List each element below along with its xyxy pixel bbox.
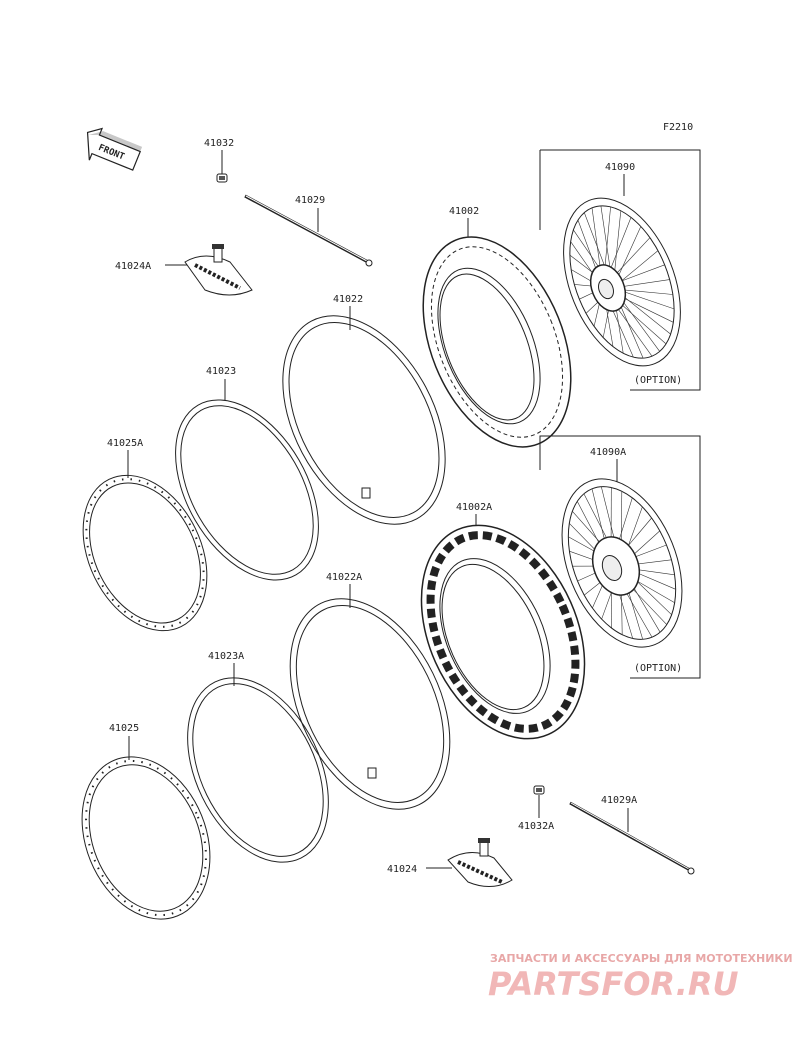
part-41022A-inner-tube: 41022A bbox=[289, 572, 451, 810]
part-41090-wheel-assembly: 41090 (OPTION) bbox=[539, 149, 701, 391]
option-top: (OPTION) bbox=[634, 375, 682, 386]
label-41024A: 41024A bbox=[115, 261, 151, 272]
watermark-logo: PARTSFOR.RU bbox=[488, 965, 738, 1003]
label-41029: 41029 bbox=[295, 195, 325, 206]
part-41032-nut: 41032 bbox=[204, 138, 234, 183]
label-41025: 41025 bbox=[109, 723, 139, 734]
watermark: ЗАПЧАСТИ И АКСЕССУАРЫ ДЛЯ МОТОТЕХНИКИ PA… bbox=[488, 952, 793, 1003]
label-41023A: 41023A bbox=[208, 651, 244, 662]
part-41002A-rear-tire: 41002A bbox=[420, 502, 586, 740]
part-41024-rim-band: 41024 bbox=[387, 838, 513, 887]
part-41090A-wheel-assembly: 41090A (OPTION) bbox=[539, 435, 701, 679]
front-arrow-icon: FRONT bbox=[86, 127, 143, 171]
label-41022A: 41022A bbox=[326, 572, 362, 583]
part-41023A-rim-tape: 41023A bbox=[187, 651, 329, 863]
label-41002A: 41002A bbox=[456, 502, 492, 513]
label-41029A: 41029A bbox=[601, 795, 637, 806]
part-41025-rim: 41025 bbox=[81, 723, 211, 920]
figure-code: F2210 bbox=[663, 122, 693, 133]
part-41024A-rim-band: 41024A bbox=[115, 244, 253, 296]
part-41023-rim-tape: 41023 bbox=[175, 366, 319, 581]
watermark-tagline: ЗАПЧАСТИ И АКСЕССУАРЫ ДЛЯ МОТОТЕХНИКИ bbox=[490, 952, 793, 965]
part-41029-spoke: 41029 bbox=[244, 194, 373, 267]
part-41022-inner-tube: 41022 bbox=[282, 294, 446, 525]
part-41025A-rim: 41025A bbox=[82, 438, 208, 632]
label-41090A: 41090A bbox=[590, 447, 626, 458]
label-41022: 41022 bbox=[333, 294, 363, 305]
option-bottom: (OPTION) bbox=[634, 663, 682, 674]
label-41002: 41002 bbox=[449, 206, 479, 217]
label-41032: 41032 bbox=[204, 138, 234, 149]
part-41029A-spoke: 41029A bbox=[569, 795, 695, 875]
label-41032A: 41032A bbox=[518, 821, 554, 832]
label-41023: 41023 bbox=[206, 366, 236, 377]
label-41024: 41024 bbox=[387, 864, 417, 875]
part-41002-front-tire: 41002 bbox=[422, 206, 572, 448]
label-41090: 41090 bbox=[605, 162, 635, 173]
part-41032A-nut: 41032A bbox=[518, 785, 554, 832]
label-41025A: 41025A bbox=[107, 438, 143, 449]
